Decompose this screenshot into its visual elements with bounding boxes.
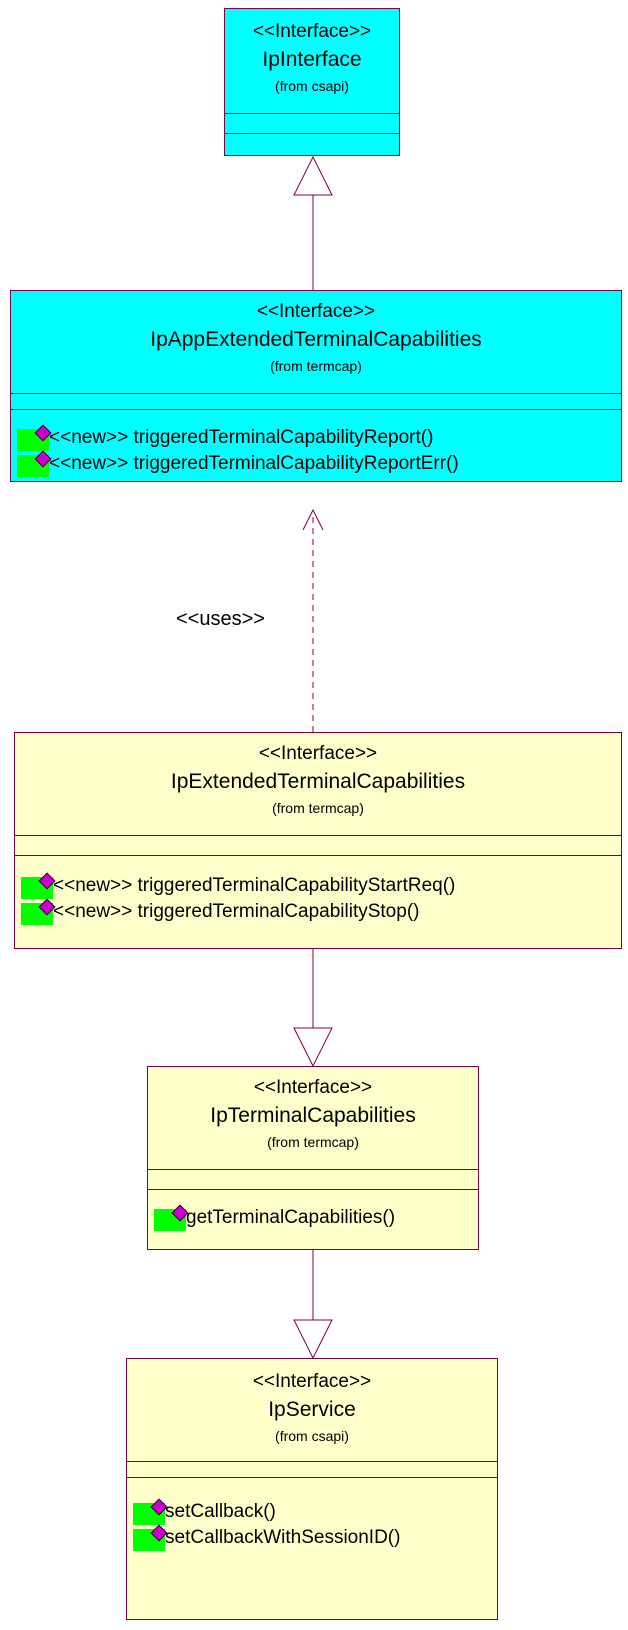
operations-separator [225, 133, 399, 134]
stereotype-label: <<Interface>> [252, 1371, 372, 1392]
attributes-separator [11, 393, 621, 394]
package-label: (from termcap) [270, 358, 362, 374]
operation-label: <<new>> triggeredTerminalCapabilityStop(… [53, 901, 420, 922]
operation-item[interactable]: <<new>> triggeredTerminalCapabilityStart… [21, 872, 621, 899]
package-label: (from termcap) [267, 1134, 359, 1150]
class-ip-app-extended-terminal-capabilities[interactable]: <<Interface>> IpAppExtendedTerminalCapab… [10, 290, 622, 482]
class-name: IpExtendedTerminalCapabilities [170, 770, 466, 793]
class-name: IpInterface [262, 48, 362, 71]
operation-item[interactable]: setCallbackWithSessionID() [133, 1524, 497, 1551]
operation-icon [154, 1204, 189, 1231]
class-name: IpService [268, 1398, 356, 1421]
class-name: IpTerminalCapabilities [210, 1104, 416, 1127]
operation-icon [21, 898, 56, 925]
operations-separator [127, 1477, 497, 1478]
operations-separator [11, 409, 621, 410]
attributes-separator [127, 1461, 497, 1462]
operation-item[interactable]: setCallback() [133, 1498, 497, 1525]
operations-separator [148, 1189, 478, 1190]
stereotype-label: <<Interface>> [252, 21, 372, 42]
package-label: (from termcap) [272, 800, 364, 816]
attributes-separator [225, 113, 399, 114]
operation-icon [133, 1498, 168, 1525]
class-ip-interface[interactable]: <<Interface>> IpInterface (from csapi) [224, 8, 400, 156]
stereotype-label: <<Interface>> [256, 301, 376, 322]
attributes-separator [15, 835, 621, 836]
package-label: (from csapi) [275, 78, 349, 94]
stereotype-label: <<Interface>> [258, 743, 378, 764]
operations-list: <<new>> triggeredTerminalCapabilityStart… [21, 872, 621, 925]
package-label: (from csapi) [275, 1428, 349, 1444]
operation-label: setCallbackWithSessionID() [165, 1527, 401, 1548]
operation-label: <<new>> triggeredTerminalCapabilityStart… [53, 875, 456, 896]
operation-label: setCallback() [165, 1501, 276, 1522]
operations-separator [15, 855, 621, 856]
operation-item[interactable]: <<new>> triggeredTerminalCapabilityStop(… [21, 898, 621, 925]
operation-icon [17, 424, 52, 451]
class-ip-service[interactable]: <<Interface>> IpService (from csapi) set… [126, 1358, 498, 1620]
class-ip-terminal-capabilities[interactable]: <<Interface>> IpTerminalCapabilities (fr… [147, 1066, 479, 1250]
operations-list: setCallback() setCallbackWithSessionID() [133, 1498, 497, 1551]
operation-label: <<new>> triggeredTerminalCapabilityRepor… [49, 427, 434, 448]
generalization-arrowhead-interface [293, 155, 333, 196]
class-ip-extended-terminal-capabilities[interactable]: <<Interface>> IpExtendedTerminalCapabili… [14, 732, 622, 949]
operation-item[interactable]: <<new>> triggeredTerminalCapabilityRepor… [17, 450, 621, 477]
stereotype-label: <<Interface>> [253, 1077, 373, 1098]
operations-list: getTerminalCapabilities() [154, 1204, 478, 1231]
operation-icon [21, 872, 56, 899]
generalization-arrowhead-service [293, 1319, 333, 1360]
operation-item[interactable]: <<new>> triggeredTerminalCapabilityRepor… [17, 424, 621, 451]
uses-label: <<uses>> [176, 608, 265, 630]
operation-label: getTerminalCapabilities() [186, 1207, 396, 1228]
operation-label: <<new>> triggeredTerminalCapabilityRepor… [49, 453, 459, 474]
operation-icon [133, 1524, 168, 1551]
class-name: IpAppExtendedTerminalCapabilities [150, 328, 482, 351]
operations-list: <<new>> triggeredTerminalCapabilityRepor… [17, 424, 621, 477]
operation-icon [17, 450, 52, 477]
uses-arrowhead [302, 508, 324, 531]
attributes-separator [148, 1169, 478, 1170]
generalization-arrowhead-termcap [293, 1027, 333, 1068]
operation-item[interactable]: getTerminalCapabilities() [154, 1204, 478, 1231]
